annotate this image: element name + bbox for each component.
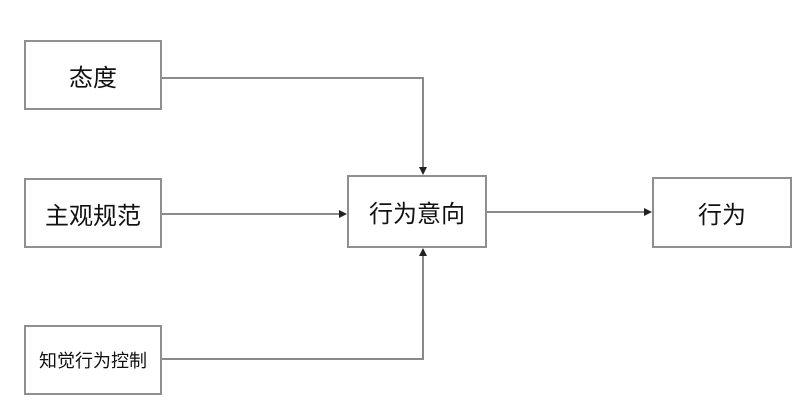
edge-attitude-to-intention <box>162 77 427 175</box>
arrowhead-down <box>419 167 427 175</box>
behavior-box: 行为 <box>652 177 792 248</box>
attitude-label: 态度 <box>69 63 117 92</box>
perceived-control-box: 知觉行为控制 <box>24 325 162 395</box>
edge-control-to-intention <box>162 248 427 360</box>
connector-line <box>162 250 424 360</box>
edge-intention-to-behavior <box>487 208 652 216</box>
connector-line <box>162 77 424 173</box>
edge-norm-to-intention <box>162 210 347 218</box>
subjective-norm-label: 主观规范 <box>45 201 141 230</box>
attitude-box: 态度 <box>24 40 162 110</box>
perceived-control-label: 知觉行为控制 <box>39 351 147 372</box>
arrowhead-right <box>339 210 347 218</box>
subjective-norm-box: 主观规范 <box>24 178 162 248</box>
behavioral-intention-box: 行为意向 <box>347 175 487 248</box>
behavioral-intention-label: 行为意向 <box>369 200 465 228</box>
arrowhead-up <box>419 248 427 256</box>
behavior-label: 行为 <box>698 201 746 229</box>
arrowhead-right <box>644 208 652 216</box>
